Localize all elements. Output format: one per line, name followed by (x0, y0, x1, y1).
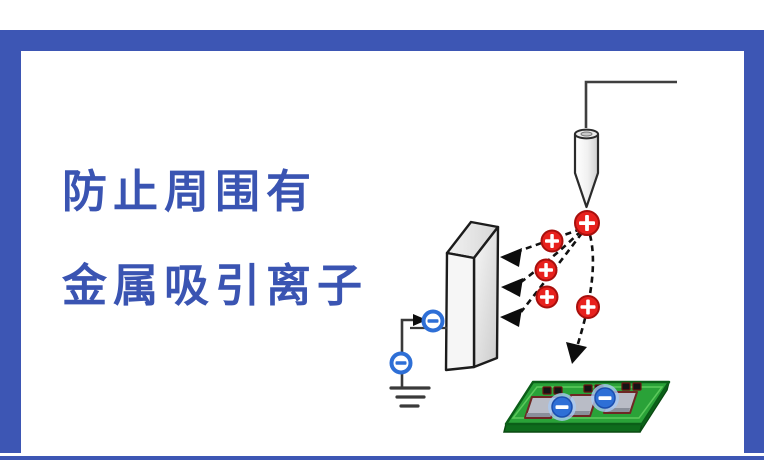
ground-wire-arrow-icon (413, 314, 427, 326)
frame-border-right (744, 30, 764, 453)
caption-line-1: 防止周围有 (62, 165, 318, 218)
metal-plate-icon (444, 220, 500, 372)
positive-ion-icon (534, 258, 558, 282)
ground-wire (400, 318, 447, 388)
ionizer-emitter-nozzle-icon (573, 128, 600, 209)
caption-line-2: 金属吸引离子 (62, 259, 369, 312)
positive-ion-icon (576, 295, 600, 319)
caption: 防止周围有 金属吸引离子 (62, 169, 368, 308)
positive-ion-icon (574, 210, 600, 236)
positive-ion-icon (540, 229, 564, 253)
ground-symbol-icon (389, 386, 431, 408)
emitter-wire (584, 80, 677, 128)
attraction-arrow-icon (500, 248, 523, 327)
negative-ion-icon (591, 384, 619, 412)
negative-ion-icon (421, 309, 445, 333)
frame-border-top (0, 30, 764, 51)
positive-ion-icon (535, 285, 559, 309)
frame-border-left (0, 30, 21, 453)
down-arrow-icon (566, 342, 587, 364)
pcb-board-icon (503, 380, 671, 433)
negative-ion-icon (548, 393, 576, 421)
frame-border-bottom (0, 456, 764, 460)
negative-ion-icon (389, 351, 413, 375)
